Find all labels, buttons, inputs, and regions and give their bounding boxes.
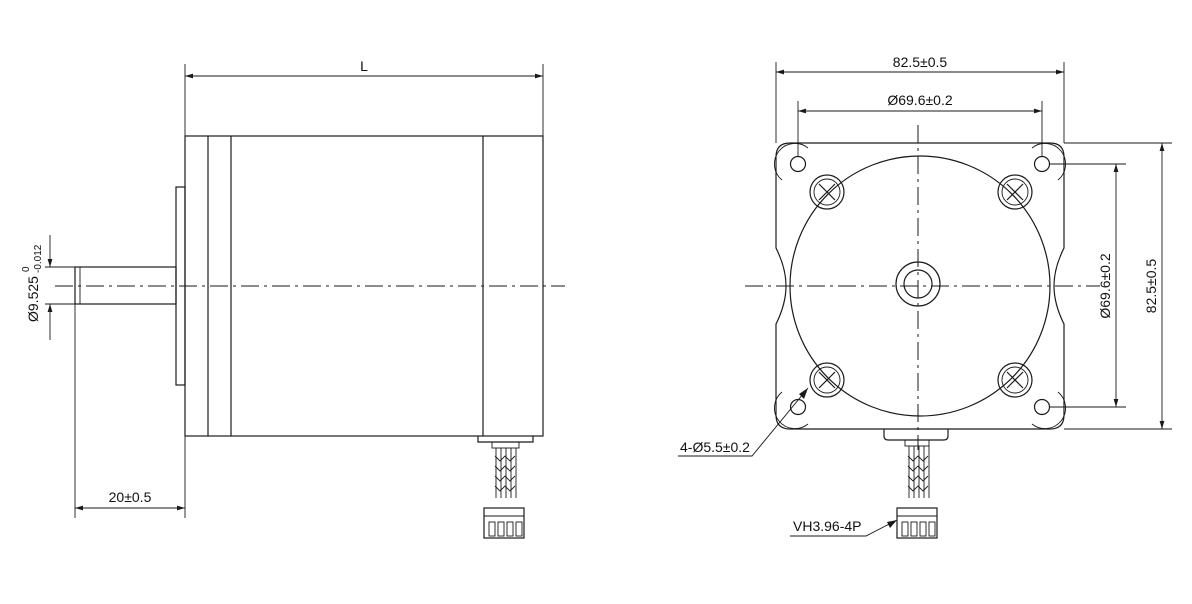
pitch-label: Ø69.6±0.2 [887,92,952,108]
screw-head [809,174,845,210]
corner-arc [1031,142,1067,181]
height-label: 82.5±0.5 [1143,259,1159,314]
wire-exit [477,436,534,443]
hole-leader-arrow [799,388,808,399]
wire-exit-front [883,429,949,441]
shaft-tol-upper: 0 [21,266,32,272]
side-view: L Ø9.525 0 -0.012 20±0.5 [21,58,565,539]
screw-head [809,362,845,398]
lead-wires-front [907,446,930,498]
connector-front [896,507,938,539]
hole-leader [678,387,809,457]
screw-head [997,362,1033,398]
mounting-hole [789,155,807,173]
corner-arc [1031,391,1067,430]
front-view: 82.5±0.5 Ø69.6±0.2 Ø69.6±0.2 82.5±0.5 4-… [678,54,1172,539]
lead-wires [494,448,517,498]
shaft-tol-lower: -0.012 [33,244,44,273]
mounting-hole [1033,155,1051,173]
pitch-vertical-label: Ø69.6±0.2 [1097,253,1113,318]
shaft-diameter-label: Ø9.525 0 -0.012 [21,244,44,322]
shaft-diameter-text: Ø9.525 [25,276,41,322]
wire-grommet-front [904,439,930,447]
length-label: L [360,58,368,74]
screw-head [997,174,1033,210]
corner-arc [773,142,809,181]
wire-grommet [491,441,520,449]
connector-leader-arrow [887,520,897,528]
mounting-hole [1033,398,1051,416]
connector-label: VH3.96-4P [793,518,861,534]
connector-leader [790,519,898,537]
flange-outline [775,142,1065,430]
width-label: 82.5±0.5 [893,54,948,70]
shaft [74,266,177,305]
connector-side [483,507,525,539]
hole-label: 4-Ø5.5±0.2 [680,439,750,455]
shaft-length-label: 20±0.5 [109,489,152,505]
corner-arc [773,391,809,430]
